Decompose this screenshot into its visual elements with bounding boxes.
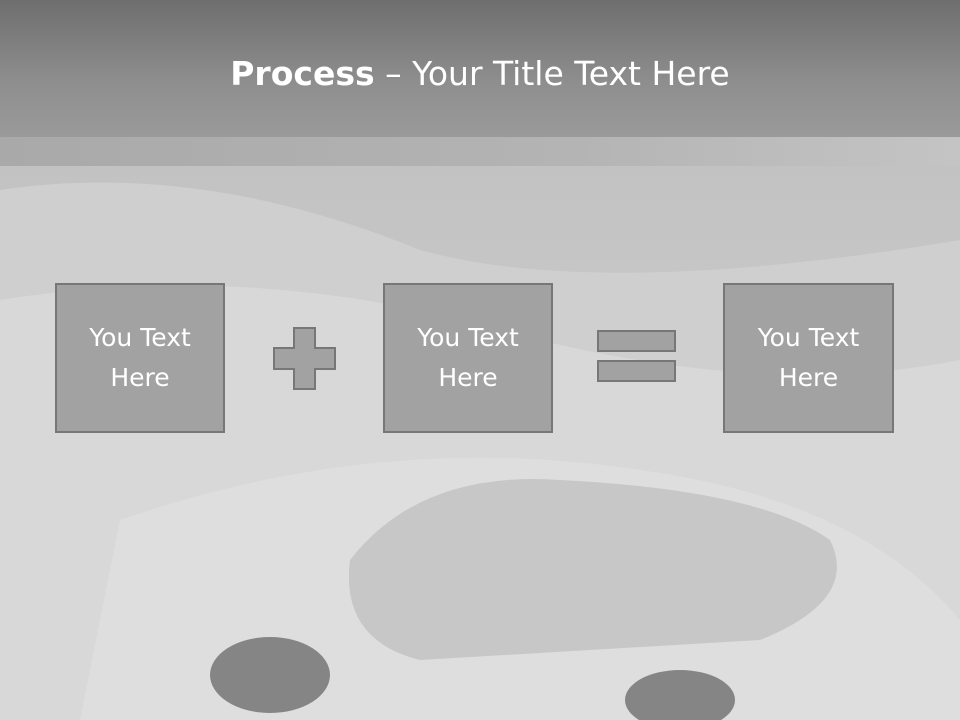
text-box-2-label: You Text Here [417,323,519,392]
equals-icon [597,330,676,382]
text-box-1-label: You Text Here [89,323,191,392]
title-underband [0,137,960,166]
text-box-3[interactable]: You Text Here [723,283,894,433]
title-rest: – Your Title Text Here [374,54,730,93]
slide-title: Process – Your Title Text Here [0,52,960,96]
title-bar [0,0,960,137]
text-box-1[interactable]: You Text Here [55,283,225,433]
title-bold: Process [230,54,375,93]
text-box-3-label: You Text Here [757,323,860,392]
text-box-2[interactable]: You Text Here [383,283,553,433]
plus-icon [273,327,336,390]
